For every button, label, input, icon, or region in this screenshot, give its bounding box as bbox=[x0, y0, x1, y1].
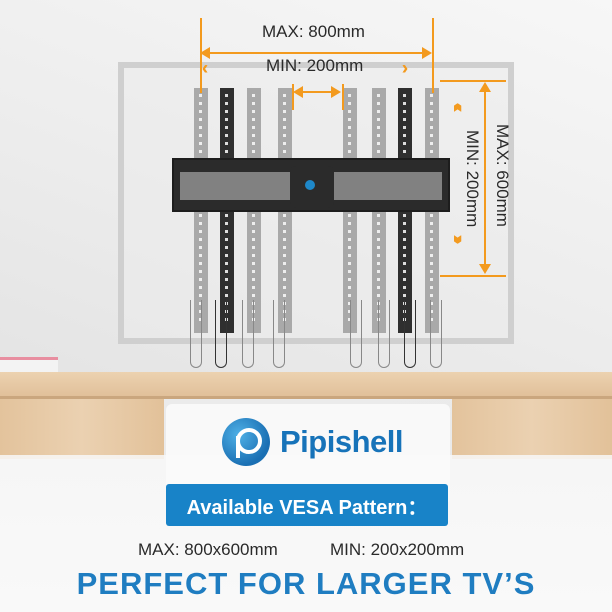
dimension-line bbox=[440, 80, 506, 82]
safety-wire bbox=[273, 300, 285, 368]
safety-wire bbox=[350, 300, 362, 368]
max-width-line bbox=[204, 52, 428, 54]
max-height-line bbox=[484, 84, 486, 272]
safety-wire bbox=[430, 300, 442, 368]
safety-wire bbox=[404, 300, 416, 368]
safety-wire bbox=[242, 300, 254, 368]
dimension-line bbox=[432, 18, 434, 93]
arrow-down-icon bbox=[479, 264, 491, 274]
headline: PERFECT FOR LARGER TV’S bbox=[76, 566, 536, 601]
brand-name: Pipishell bbox=[280, 424, 403, 459]
drawer-left bbox=[0, 399, 164, 459]
arrow-left-icon bbox=[293, 86, 303, 98]
shelf-top bbox=[0, 372, 612, 396]
safety-wire bbox=[190, 300, 202, 368]
dimension-line bbox=[342, 84, 344, 110]
vesa-min-spec: MIN: 200x200mm bbox=[330, 540, 465, 559]
vesa-max-spec: MAX: 800x600mm bbox=[138, 540, 278, 559]
arrow-right-icon bbox=[422, 47, 432, 59]
vertical-max-label: MAX: 600mm bbox=[493, 124, 512, 227]
shelf-edge bbox=[0, 396, 612, 399]
horizontal-min-label: MIN: 200mm bbox=[266, 56, 364, 75]
arrow-left-icon bbox=[200, 47, 210, 59]
arrow-right-icon bbox=[331, 86, 341, 98]
wall-bracket bbox=[172, 158, 450, 212]
drawer-right bbox=[452, 399, 612, 459]
dimension-line bbox=[440, 275, 506, 277]
vesa-pattern-banner: Available VESA Pattern： bbox=[166, 484, 448, 526]
pipishell-logo-icon bbox=[222, 418, 270, 466]
book bbox=[0, 357, 58, 373]
vesa-pattern-label: Available VESA Pattern： bbox=[186, 496, 428, 519]
horizontal-max-label: MAX: 800mm bbox=[262, 22, 365, 41]
vertical-min-label: MIN: 200mm bbox=[463, 130, 482, 228]
brand-lockup: Pipishell bbox=[222, 418, 403, 466]
min-width-line bbox=[296, 91, 338, 93]
arrow-up-icon bbox=[479, 82, 491, 92]
safety-wire bbox=[378, 300, 390, 368]
safety-wire bbox=[215, 300, 227, 368]
bracket-logo-icon bbox=[305, 180, 315, 190]
